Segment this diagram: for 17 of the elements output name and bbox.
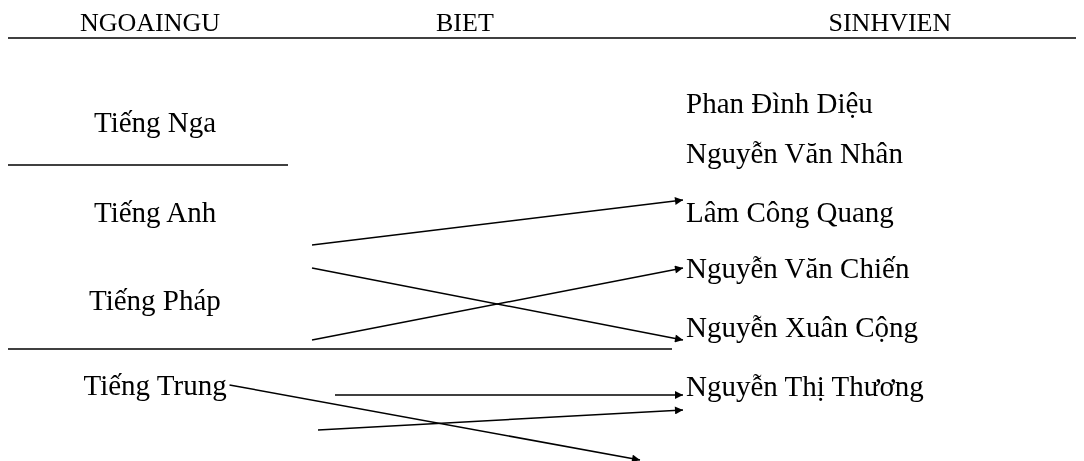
column-heading: SINHVIEN [828, 8, 952, 38]
student-name: Nguyễn Văn Nhân [686, 136, 903, 170]
language-name: Tiếng Trung [83, 368, 227, 402]
language-name: Tiếng Anh [94, 195, 217, 229]
arrow [311, 197, 684, 246]
language-name: Tiếng Pháp [89, 283, 221, 317]
column-heading: BIET [436, 8, 494, 38]
student-name: Nguyễn Văn Chiến [686, 251, 910, 285]
arrow [317, 406, 684, 431]
student-name: Lâm Công Quang [686, 195, 894, 229]
arrow [334, 391, 684, 399]
student-name: Nguyễn Thị Thương [686, 369, 924, 403]
student-name: Nguyễn Xuân Cộng [686, 310, 918, 344]
arrow [228, 384, 641, 461]
student-name: Phan Đình Diệu [686, 86, 873, 120]
column-heading: NGOAINGU [80, 8, 221, 38]
language-name: Tiếng Nga [94, 105, 217, 139]
